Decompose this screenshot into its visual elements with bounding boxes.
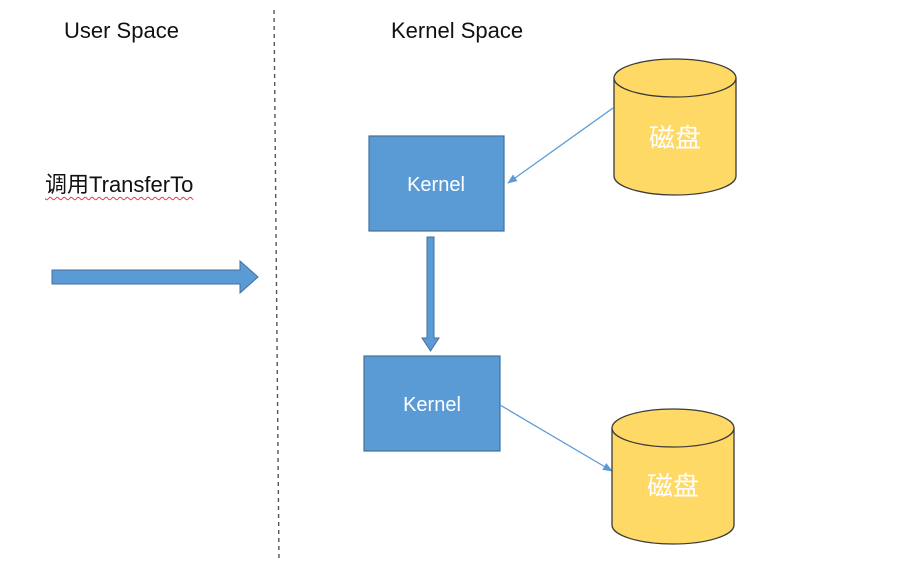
disk-to-kernel-arrow [507, 107, 614, 184]
disk-top: 磁盘 [613, 58, 737, 196]
call-transferto-label: 调用TransferTo [45, 172, 194, 197]
disk-bottom-label: 磁盘 [647, 472, 699, 502]
kernel-box-top-label: Kernel [407, 174, 465, 196]
kernel-box-bottom-label: Kernel [403, 394, 461, 416]
space-divider [273, 9, 280, 563]
kernel-box-top: Kernel [368, 135, 505, 232]
call-arrow [51, 259, 259, 295]
kernel-to-disk-arrow [499, 404, 613, 472]
user-space-label: User Space [64, 18, 179, 43]
kernel-space-label: Kernel Space [391, 18, 524, 43]
disk-bottom: 磁盘 [611, 408, 735, 545]
kernel-transfer-arrow [421, 236, 440, 352]
disk-top-label: 磁盘 [649, 124, 701, 154]
kernel-box-bottom: Kernel [363, 355, 501, 452]
